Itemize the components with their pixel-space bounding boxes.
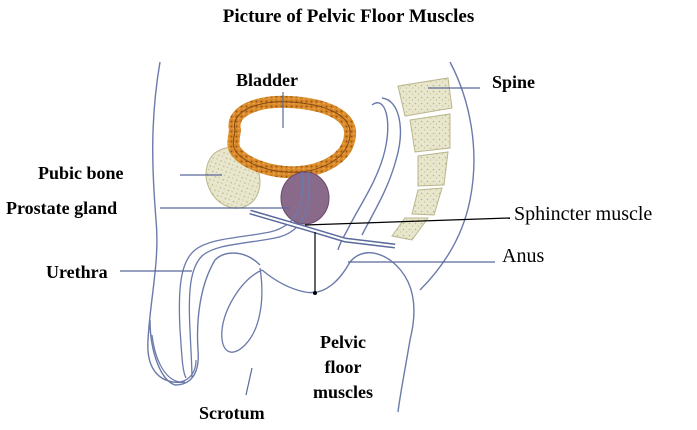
scrotum-outline	[222, 268, 262, 352]
label-sphincter-muscle: Sphincter muscle	[514, 204, 652, 224]
body-front-outline	[148, 62, 185, 382]
label-pelvic-line3: muscles	[306, 380, 380, 405]
label-spine: Spine	[492, 72, 535, 92]
label-pelvic-floor-muscles: Pelvic floor muscles	[306, 330, 380, 405]
label-prostate-gland: Prostate gland	[6, 198, 117, 218]
label-scrotum: Scrotum	[199, 403, 265, 423]
prostate-gland	[281, 172, 329, 224]
label-anus: Anus	[502, 246, 544, 266]
label-pelvic-line2: floor	[306, 355, 380, 380]
pelvic-floor-band	[250, 212, 395, 246]
label-pelvic-line1: Pelvic	[306, 330, 380, 355]
label-bladder: Bladder	[236, 70, 298, 90]
label-pubic-bone: Pubic bone	[38, 163, 124, 183]
label-urethra: Urethra	[46, 262, 108, 282]
leader-scrotum	[246, 368, 252, 395]
spine-vertebrae	[392, 78, 452, 240]
penis-outline	[150, 253, 260, 385]
